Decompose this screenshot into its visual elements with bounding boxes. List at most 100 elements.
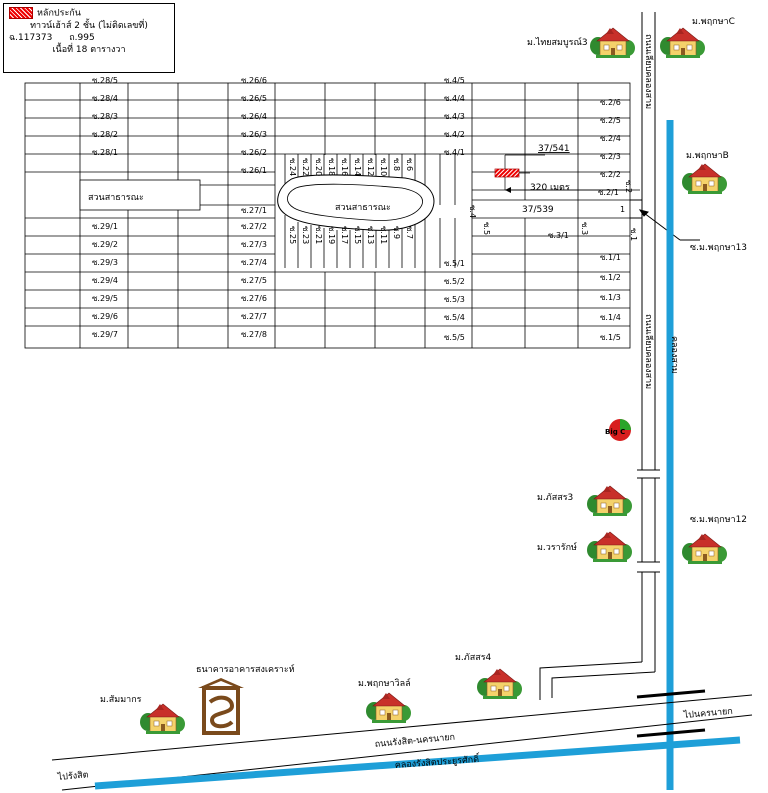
park-left-outline <box>79 179 201 211</box>
legend-area: เนื้อที่ 18 ตารางวา <box>52 44 126 55</box>
mid-lot-column <box>128 83 276 348</box>
legend-land-no: ถ.995 <box>69 32 95 43</box>
soi-vert-top-9: ซ.6 <box>405 158 414 171</box>
klong-sam-road <box>539 12 700 700</box>
to-nakhonnayok-label: ไปนครนายก <box>682 706 733 721</box>
legend: หลักประกัน ทาวน์เฮ้าส์ 2 ชั้น (ไม่ติดเลข… <box>3 3 175 73</box>
soi-right-9: ซ.5/5 <box>444 333 465 342</box>
collateral-swatch <box>9 7 33 19</box>
village-thaisomboon3: ม.ไทยสมบูรณ์3 <box>527 27 636 59</box>
soi-mid-12: ซ.27/7 <box>241 312 267 321</box>
soi-mid-3: ซ.26/3 <box>241 130 267 139</box>
svg-text:ม.วรารักษ์: ม.วรารักษ์ <box>537 541 577 553</box>
soi-far-right-7: ซ.1/1 <box>600 253 621 262</box>
soi-vert-bottom-6: ซ.13 <box>366 226 375 244</box>
soi-vert-bottom-4: ซ.17 <box>340 226 349 244</box>
soi-vert-bottom-8: ซ.9 <box>392 226 401 239</box>
soi-mid-10: ซ.27/5 <box>241 276 267 285</box>
soi-vert-top-7: ซ.10 <box>379 158 388 176</box>
village-pruksaville: ม.พฤกษาวิลล์ <box>358 677 412 724</box>
soi-left-6: ซ.29/2 <box>92 240 118 249</box>
soi-far-right-9: ซ.1/3 <box>600 293 621 302</box>
soi-vert-bottom-3: ซ.19 <box>327 226 336 244</box>
lot-label-b: 37/539 <box>522 205 554 215</box>
soi-far-right-1: ซ.2/5 <box>600 116 621 125</box>
legend-collateral: หลักประกัน <box>37 8 81 19</box>
estate-grid <box>24 82 631 349</box>
soi-left-9: ซ.29/5 <box>92 294 118 303</box>
soi-far-right-11: ซ.1/5 <box>600 333 621 342</box>
soi-right-6: ซ.5/2 <box>444 277 465 286</box>
soi-far-right-3: ซ.2/3 <box>600 152 621 161</box>
soi-mid-8: ซ.27/3 <box>241 240 267 249</box>
soi-vert-bottom-5: ซ.15 <box>353 226 362 244</box>
soi-vert-top-4: ซ.16 <box>340 158 349 176</box>
to-rangsit-label: ไปรังสิต <box>56 769 89 783</box>
soi-vert-bottom-0: ซ.25 <box>288 226 297 244</box>
soi-1-num: 1 <box>620 205 625 214</box>
soi-right-0: ซ.4/5 <box>444 76 465 85</box>
soi-4: ซ.4 <box>468 205 477 218</box>
left-lot-column <box>25 83 129 348</box>
svg-text:ม.พฤกษาB: ม.พฤกษาB <box>686 151 729 161</box>
soi-mid-9: ซ.27/4 <box>241 258 267 267</box>
soi-far-right-8: ซ.1/2 <box>600 273 621 282</box>
svg-text:ซ.ม.พฤกษา12: ซ.ม.พฤกษา12 <box>690 515 747 525</box>
collateral-marker <box>494 154 640 193</box>
park-left-label: สวนสาธารณะ <box>88 193 144 203</box>
soi-mid-6: ซ.27/1 <box>241 206 267 215</box>
soi-5: ซ.5 <box>482 222 491 235</box>
soi-vert-bottom-9: ซ.7 <box>405 226 414 239</box>
soi-mid-4: ซ.26/2 <box>241 148 267 157</box>
village-passorn3: ม.ภัสสร3 <box>537 485 633 517</box>
rangsit-canal-label: คลองรังสิตประยูรศักดิ์ <box>394 752 481 771</box>
svg-text:ม.สัมมากร: ม.สัมมากร <box>100 695 142 705</box>
soi-vert-bottom-1: ซ.23 <box>301 226 310 244</box>
soi-far-right-5: ซ.2/1 <box>598 188 619 197</box>
soi-right-1: ซ.4/4 <box>444 94 465 103</box>
right-lot-column <box>472 83 630 348</box>
legend-property-type: ทาวน์เฮ้าส์ 2 ชั้น (ไม่ติดเลขที่) <box>30 20 148 31</box>
soi-vert-top-1: ซ.22 <box>301 158 310 176</box>
klong-sam-road-top-label: ถนนเลียบคลองสาม <box>643 34 654 109</box>
lot-label-a: 37/541 <box>538 144 570 154</box>
soi-mid-2: ซ.26/4 <box>241 112 267 121</box>
klong-sam-road-mid-label: ถนนเลียบคลองสาม <box>643 314 654 389</box>
soi-mid-1: ซ.26/5 <box>241 94 267 103</box>
soi-vert-top-0: ซ.24 <box>288 158 297 176</box>
soi-right-3: ซ.4/2 <box>444 130 465 139</box>
soi-left-2: ซ.28/3 <box>92 112 118 121</box>
soi-mid-7: ซ.27/2 <box>241 222 267 231</box>
soi-mid-11: ซ.27/6 <box>241 294 267 303</box>
bigc-label: Big C <box>605 428 625 436</box>
park-oval-label: สวนสาธารณะ <box>335 203 391 213</box>
soi-left-5: ซ.29/1 <box>92 222 118 231</box>
soi-vert-top-8: ซ.8 <box>392 158 401 171</box>
svg-text:ม.พฤกษาC: ม.พฤกษาC <box>692 17 735 27</box>
soi-right-5: ซ.5/1 <box>444 259 465 268</box>
soi-far-right-6: ซ.3/1 <box>548 231 569 240</box>
soi-right-2: ซ.4/3 <box>444 112 465 121</box>
soi-vert-top-5: ซ.14 <box>353 158 362 176</box>
soi-far-right-4: ซ.2/2 <box>600 170 621 179</box>
soi-left-3: ซ.28/2 <box>92 130 118 139</box>
soi-left-4: ซ.28/1 <box>92 148 118 157</box>
rangsit-canal-line <box>94 736 741 790</box>
soi-vert-bottom-7: ซ.11 <box>379 226 388 244</box>
village-pruksa12: ซ.ม.พฤกษา12 <box>681 515 747 565</box>
soi-3: ซ.3 <box>580 222 589 235</box>
vertical-soi-strips <box>284 154 456 268</box>
soi-mid-5: ซ.26/1 <box>241 166 267 175</box>
village-passorn4: ม.ภัสสร4 <box>455 653 523 700</box>
soi-left-11: ซ.29/7 <box>92 330 118 339</box>
village-summakorn: ม.สัมมากร <box>100 695 186 735</box>
svg-text:ม.ภัสสร3: ม.ภัสสร3 <box>537 493 573 503</box>
soi-left-0: ซ.28/5 <box>92 76 118 85</box>
soi-vert-bottom-2: ซ.21 <box>314 226 323 244</box>
soi-right-8: ซ.5/4 <box>444 313 465 322</box>
village-pruksa-b: ม.พฤกษาB <box>681 151 729 195</box>
klong-sam-canal-label: คลองสาม <box>669 336 679 374</box>
main-road-label: ถนนรังสิต-นครนายก <box>374 732 455 750</box>
soi-far-right-0: ซ.2/6 <box>600 98 621 107</box>
